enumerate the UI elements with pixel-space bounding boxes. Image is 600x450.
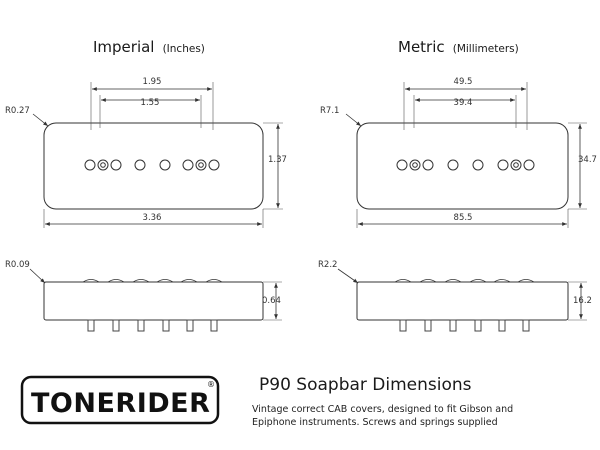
pole-screw (513, 162, 519, 168)
pole-piece (110, 159, 122, 171)
pole-piece (134, 159, 146, 171)
logo-frame (20, 375, 220, 425)
metric-side-view: R2.2 16.2 (318, 260, 592, 332)
pole-screw (198, 162, 204, 168)
pole-piece (208, 159, 220, 171)
product-description-line2: Epiphone instruments. Screws and springs… (252, 417, 498, 428)
imperial-inner-spacing-label: 1.55 (141, 98, 160, 108)
metric-side-height-label: 16.2 (573, 296, 592, 306)
pickup-top-outline (356, 122, 569, 210)
metric-pole-pieces (396, 159, 535, 171)
pickup-side-outline (356, 281, 569, 321)
imperial-pole-legs (87, 319, 218, 332)
pole-piece (182, 159, 194, 171)
imperial-pole-pieces (84, 159, 220, 171)
pole-piece (84, 159, 96, 171)
imperial-height-label: 1.37 (268, 155, 287, 165)
metric-side-radius-label: R2.2 (318, 260, 337, 270)
imperial-side-bumps (82, 279, 223, 283)
pole-piece (422, 159, 434, 171)
product-description-line1: Vintage correct CAB covers, designed to … (252, 404, 513, 415)
pole-piece (497, 159, 509, 171)
pole-screw (412, 162, 418, 168)
metric-top-view: 49.5 39.4 R7.1 34.7 85.5 (320, 77, 597, 228)
metric-inner-spacing-label: 39.4 (454, 98, 473, 108)
metric-length-label: 85.5 (454, 213, 473, 223)
logo-text: TONERIDER (31, 388, 210, 419)
metric-side-bumps (394, 279, 535, 283)
product-title: P90 Soapbar Dimensions (259, 375, 472, 395)
pole-piece (159, 159, 171, 171)
imperial-panel: Imperial (Inches) 1.95 (5, 37, 287, 332)
imperial-side-height-label: 0.64 (262, 296, 281, 306)
metric-pole-legs (399, 319, 530, 332)
imperial-length-label: 3.36 (143, 213, 162, 223)
metric-panel: Metric (Millimeters) 49.5 (318, 37, 597, 332)
metric-outer-spacing-label: 49.5 (454, 77, 473, 87)
pole-piece (396, 159, 408, 171)
pole-screw (100, 162, 106, 168)
tonerider-logo: TONERIDER ® (20, 375, 220, 425)
imperial-corner-radius-label: R0.27 (5, 106, 30, 116)
metric-heading: Metric (Millimeters) (398, 37, 519, 56)
pole-piece (472, 159, 484, 171)
imperial-outer-spacing-label: 1.95 (143, 77, 162, 87)
metric-height-label: 34.7 (578, 155, 597, 165)
pole-piece (523, 159, 535, 171)
metric-corner-radius-label: R7.1 (320, 106, 339, 116)
imperial-side-radius-label: R0.09 (5, 260, 30, 270)
pickup-top-outline (43, 122, 264, 210)
pole-piece (447, 159, 459, 171)
imperial-heading: Imperial (Inches) (93, 37, 205, 56)
imperial-top-view: 1.95 1.55 R0.27 1.37 3.36 (5, 77, 287, 228)
imperial-side-view: R0.09 0.64 (5, 260, 282, 332)
registered-mark: ® (207, 380, 215, 389)
pickup-side-outline (43, 281, 264, 321)
